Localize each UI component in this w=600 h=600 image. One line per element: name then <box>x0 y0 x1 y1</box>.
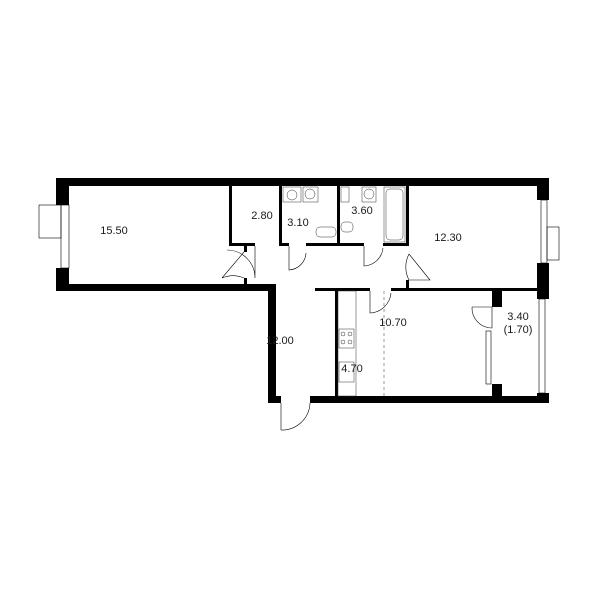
room-area-reduced-label: (1.70) <box>504 324 533 336</box>
room-area-label: 4.70 <box>341 363 362 375</box>
walls <box>56 178 549 403</box>
kitchen-sink-icon <box>338 361 355 383</box>
entrance-door <box>280 402 311 431</box>
toilet-icon-2 <box>340 221 354 233</box>
room-area-label: 3.60 <box>351 205 372 217</box>
stove-icon <box>338 328 355 349</box>
doors <box>221 246 493 431</box>
windows <box>38 199 560 394</box>
toilet-icon <box>315 226 337 238</box>
room-area-label: 10.70 <box>379 317 407 329</box>
door-storage <box>226 246 256 279</box>
room-area-label: 12.00 <box>266 335 294 347</box>
fixtures <box>282 186 406 397</box>
room-area-label: 12.30 <box>434 232 462 244</box>
room-area-label: 3.10 <box>287 217 308 229</box>
room-area-label: 3.40 <box>507 311 528 323</box>
room-area-label: 2.80 <box>251 210 272 222</box>
room-area-label: 15.50 <box>100 225 128 237</box>
